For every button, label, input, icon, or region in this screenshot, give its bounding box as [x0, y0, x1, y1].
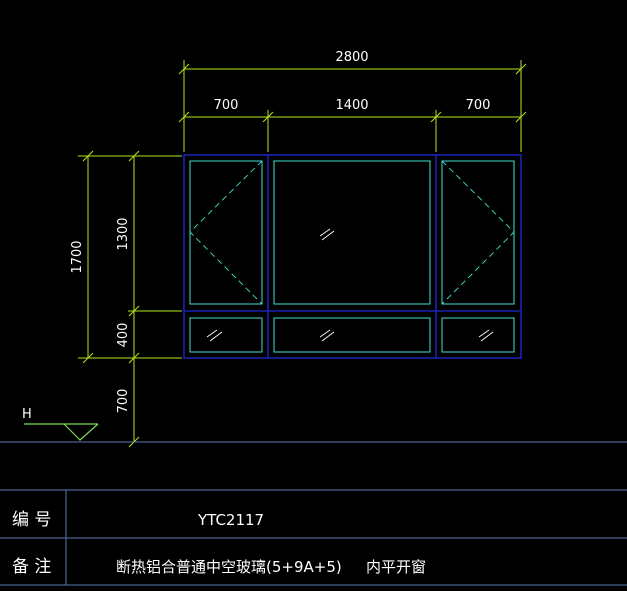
center-width-label: 1400 — [335, 98, 368, 113]
window-frame — [183, 154, 522, 359]
left-width-label: 700 — [214, 98, 239, 113]
partial-height-dimension — [128, 150, 182, 448]
lower-height-label: 400 — [116, 323, 131, 348]
glass-symbols — [206, 228, 494, 342]
right-casement-sash — [441, 160, 515, 305]
table-row2-value: 断热铝合普通中空玻璃(5+9A+5) — [116, 558, 342, 576]
overall-height-label: 1700 — [70, 240, 85, 273]
info-table — [0, 489, 627, 586]
level-marker-label: H — [22, 407, 32, 422]
overall-height-dimension — [78, 150, 182, 364]
lower-right-pane — [441, 317, 515, 353]
table-row1-label: 编 号 — [12, 510, 51, 530]
overall-width-label: 2800 — [335, 50, 368, 65]
window-sashes — [189, 160, 515, 353]
table-row2-extra: 内平开窗 — [366, 558, 426, 576]
lower-center-pane — [273, 317, 431, 353]
table-row1-value: YTC2117 — [197, 511, 264, 529]
sill-height-label: 700 — [116, 389, 131, 414]
table-row2-label: 备 注 — [12, 557, 51, 577]
center-fixed-pane — [273, 160, 431, 305]
overall-width-dimension — [178, 60, 527, 152]
opening-direction-lines — [189, 160, 515, 305]
level-marker — [24, 423, 99, 441]
lower-left-pane — [189, 317, 263, 353]
upper-height-label: 1300 — [116, 217, 131, 250]
segment-width-dimension — [178, 110, 527, 152]
right-width-label: 700 — [466, 98, 491, 113]
left-casement-sash — [189, 160, 263, 305]
